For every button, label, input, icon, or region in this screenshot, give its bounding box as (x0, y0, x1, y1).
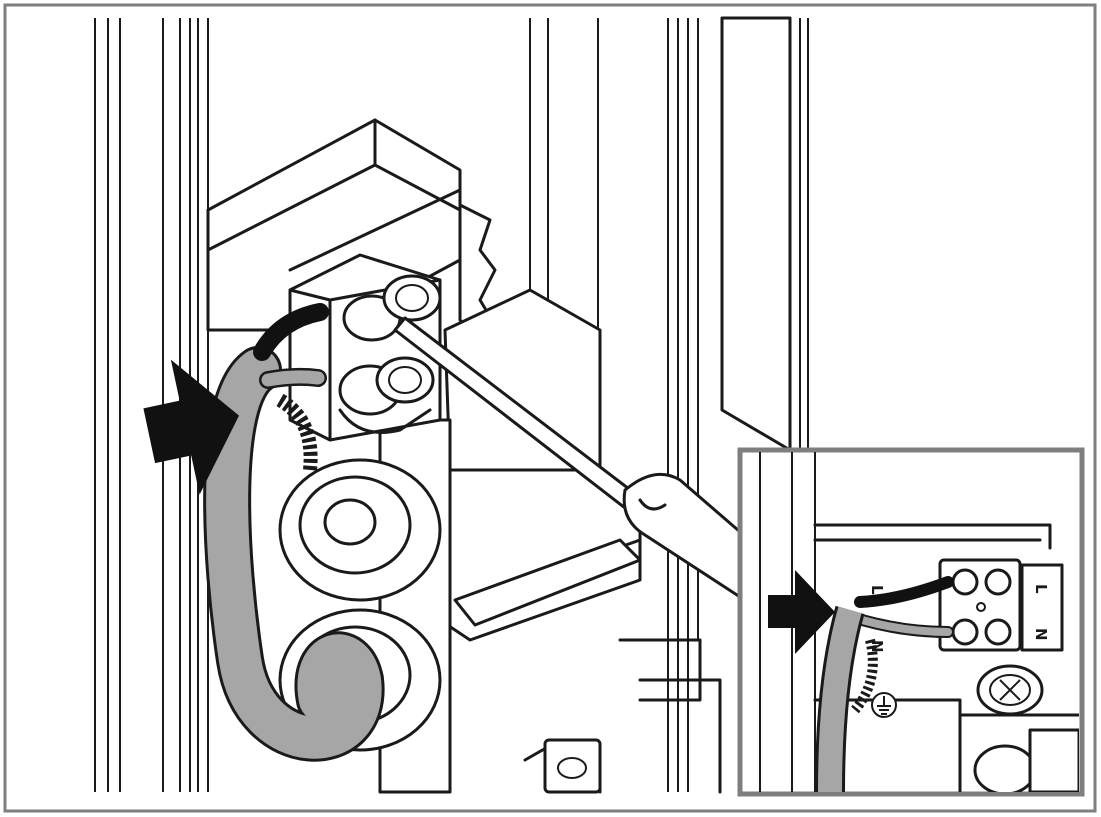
inset-arrow-right-icon (768, 570, 835, 654)
live-conductor (253, 303, 329, 361)
detail-inset: L N L N (737, 447, 1085, 797)
terminal-label-l: L (1032, 584, 1050, 594)
inset-terminal-block: L N (938, 558, 1064, 652)
earth-braid (276, 393, 318, 471)
panel-edge (720, 16, 792, 452)
wall-rails (94, 18, 809, 792)
terminal-block (288, 253, 442, 442)
wire-label-n: N (868, 640, 886, 653)
terminal-label-n: N (1032, 628, 1050, 641)
earth-ground-icon (871, 692, 897, 718)
wire-label-l: L (868, 585, 886, 595)
arrow-right-icon (143, 359, 240, 495)
